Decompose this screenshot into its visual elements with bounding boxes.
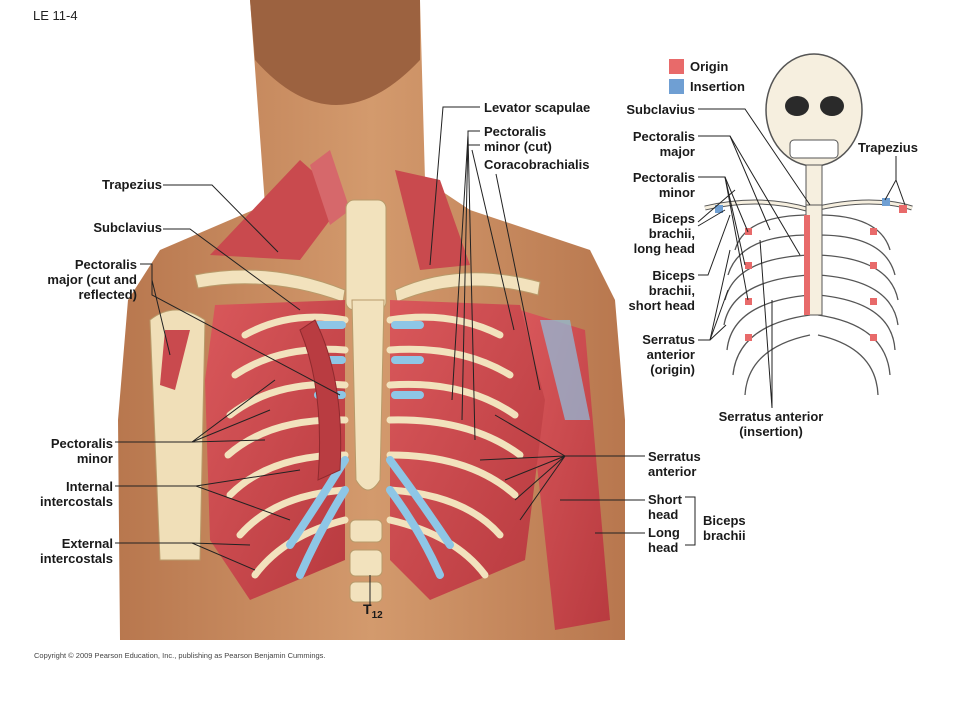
label-coracobrachialis: Coracobrachialis bbox=[484, 157, 590, 172]
label-internal-intercostals: Internal intercostals bbox=[40, 479, 113, 509]
label-pectoralis-minor-cut: Pectoralis minor (cut) bbox=[484, 124, 552, 154]
label-t12-main: T bbox=[363, 601, 372, 617]
legend-origin-swatch bbox=[669, 59, 684, 74]
legend-insertion-label: Insertion bbox=[690, 79, 745, 94]
label-serratus-anterior: Serratus anterior bbox=[648, 449, 701, 479]
leader-lines bbox=[115, 106, 906, 605]
copyright-notice: Copyright © 2009 Pearson Education, Inc.… bbox=[34, 651, 326, 660]
label-external-intercostals: External intercostals bbox=[40, 536, 113, 566]
label-t12: T12 bbox=[363, 602, 383, 623]
label-pectoralis-minor: Pectoralis minor bbox=[50, 436, 113, 466]
skeleton-figure bbox=[704, 53, 913, 396]
label-skel-pectoralis-major: Pectoralis major bbox=[632, 129, 695, 159]
label-levator-scapulae: Levator scapulae bbox=[484, 100, 591, 115]
label-skel-trapezius: Trapezius bbox=[858, 140, 918, 155]
label-pectoralis-major-cut: Pectoralis major (cut and reflected) bbox=[47, 257, 137, 302]
arm-left bbox=[149, 309, 206, 561]
label-trapezius: Trapezius bbox=[102, 177, 162, 192]
label-subclavius: Subclavius bbox=[93, 220, 162, 235]
label-skel-serratus-origin: Serratus anterior (origin) bbox=[642, 332, 695, 377]
ribs bbox=[224, 313, 524, 579]
figure-id: LE 11-4 bbox=[33, 8, 78, 23]
legend-origin-label: Origin bbox=[690, 59, 729, 74]
label-skel-biceps-long-head: Biceps brachii, long head bbox=[633, 211, 695, 256]
label-biceps-brachii: Biceps brachii bbox=[703, 513, 746, 543]
label-skel-biceps-short-head: Biceps brachii, short head bbox=[628, 268, 695, 313]
arm-right bbox=[520, 310, 610, 630]
label-skel-serratus-insertion: Serratus anterior (insertion) bbox=[718, 409, 824, 439]
label-skel-pectoralis-minor: Pectoralis minor bbox=[632, 170, 695, 200]
label-skel-subclavius: Subclavius bbox=[626, 102, 695, 117]
label-t12-sub: 12 bbox=[371, 609, 383, 621]
pec-major-cut bbox=[299, 319, 342, 481]
legend-insertion-swatch bbox=[669, 79, 684, 94]
label-long-head: Long head bbox=[648, 525, 680, 555]
sternum bbox=[345, 199, 387, 603]
label-short-head: Short head bbox=[648, 492, 682, 522]
neck-muscles bbox=[210, 150, 470, 270]
